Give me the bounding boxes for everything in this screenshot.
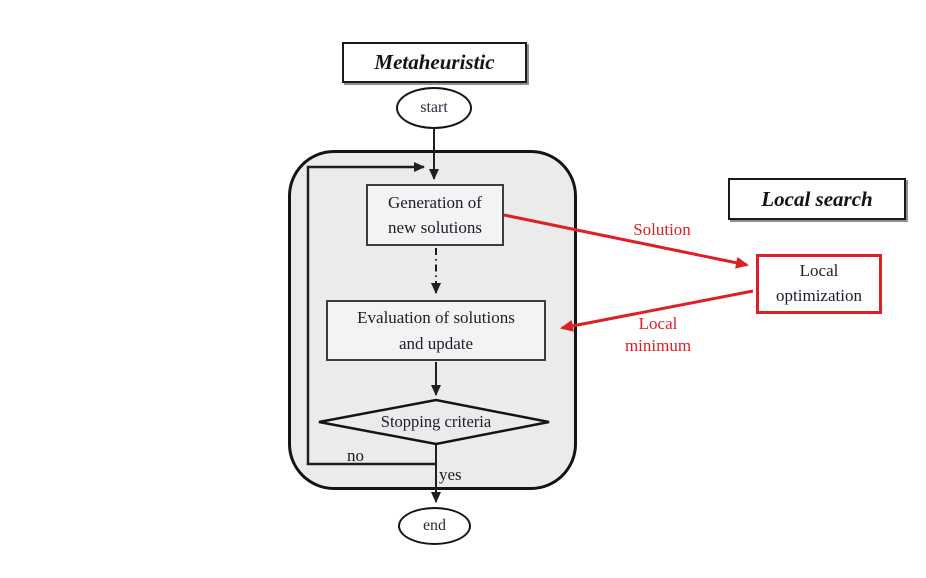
- end-node-label: end: [422, 517, 447, 534]
- local-optimization-line1: Local: [799, 261, 839, 281]
- local-minimum-arrow-label: Local minimum: [606, 313, 710, 357]
- local-search-title-label: Local search: [761, 186, 873, 211]
- start-node-label: start: [420, 99, 448, 116]
- yes-branch-label: yes: [439, 465, 462, 484]
- local-optimization-node: Local optimization: [756, 254, 882, 314]
- end-node: end: [398, 507, 471, 545]
- generation-node-line1: Generation of: [388, 192, 482, 212]
- evaluation-node-line1: Evaluation of solutions: [357, 308, 515, 327]
- local-search-title: Local search: [728, 178, 906, 220]
- decision-label: Stopping criteria: [380, 412, 492, 431]
- no-branch-label: no: [347, 446, 364, 465]
- no-loop-arrow: [306, 162, 436, 466]
- evaluation-node: Evaluation of solutions and update: [326, 300, 546, 361]
- metaheuristic-title: Metaheuristic: [342, 42, 527, 83]
- generation-node-line2: new solutions: [388, 218, 482, 237]
- generation-node: Generation of new solutions: [366, 184, 504, 246]
- metaheuristic-title-label: Metaheuristic: [374, 50, 495, 74]
- solution-arrow-label: Solution: [633, 220, 691, 239]
- local-optimization-line2: optimization: [776, 286, 862, 305]
- local-minimum-line2: minimum: [624, 336, 692, 356]
- evaluation-node-line2: and update: [398, 333, 474, 353]
- solution-arrow: [503, 213, 749, 269]
- decision-diamond-shape: [318, 398, 550, 446]
- start-node: start: [396, 87, 472, 129]
- local-minimum-line1: Local: [638, 314, 678, 333]
- local-minimum-arrow: [560, 289, 754, 332]
